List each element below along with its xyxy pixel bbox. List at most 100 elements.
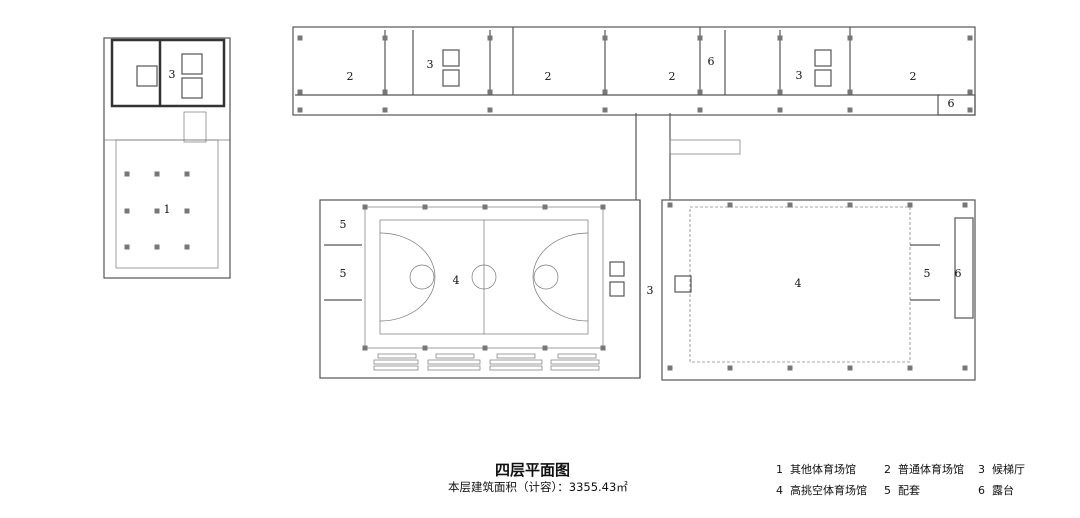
column xyxy=(487,107,493,113)
column xyxy=(787,365,793,371)
legend-item: 5 配套 xyxy=(884,482,920,498)
column xyxy=(847,35,853,41)
room-label-mid-core: 3 xyxy=(647,284,654,297)
column xyxy=(602,35,608,41)
room-label-top-core-a: 3 xyxy=(427,58,434,71)
column xyxy=(962,365,968,371)
legend-num: 3 xyxy=(978,463,985,476)
column xyxy=(382,35,388,41)
column xyxy=(667,202,673,208)
room-labels: 3 1 2 3 2 2 6 3 2 6 5 5 4 3 4 5 6 xyxy=(164,55,962,297)
column xyxy=(297,35,303,41)
legend-label: 候梯厅 xyxy=(992,463,1025,476)
legend-num: 6 xyxy=(978,484,985,497)
column xyxy=(154,244,160,250)
column xyxy=(422,345,428,351)
bleachers xyxy=(373,353,600,371)
floor-area: 本层建筑面积（计容）：3355.43㎡ xyxy=(448,480,628,494)
left-building xyxy=(103,37,231,279)
column xyxy=(967,89,973,95)
column xyxy=(600,204,606,210)
legend-num: 1 xyxy=(776,463,783,476)
column xyxy=(297,89,303,95)
legend-label: 配套 xyxy=(898,484,920,497)
room-label-top-core-b: 3 xyxy=(796,69,803,82)
room-label-top-terrace-b: 6 xyxy=(948,97,955,110)
room-label-top-b: 2 xyxy=(545,70,552,83)
legend-item: 6 露台 xyxy=(978,482,1014,498)
column xyxy=(967,35,973,41)
column xyxy=(602,107,608,113)
connector-corridor xyxy=(635,113,741,200)
column xyxy=(697,107,703,113)
column xyxy=(184,244,190,250)
legend-item: 2 普通体育场馆 xyxy=(884,461,964,477)
column xyxy=(422,204,428,210)
room-label-gym-support-b: 5 xyxy=(340,267,347,280)
column xyxy=(787,202,793,208)
legend-item: 3 候梯厅 xyxy=(978,461,1025,477)
structural-columns xyxy=(124,35,973,371)
column xyxy=(124,208,130,214)
column xyxy=(847,89,853,95)
column xyxy=(184,208,190,214)
left-gym xyxy=(319,199,641,379)
room-label-top-c: 2 xyxy=(669,70,676,83)
column xyxy=(777,89,783,95)
column xyxy=(382,89,388,95)
column xyxy=(847,107,853,113)
column xyxy=(542,204,548,210)
legend-num: 2 xyxy=(884,463,891,476)
room-label-left-core: 3 xyxy=(169,68,176,81)
column xyxy=(482,345,488,351)
column xyxy=(727,202,733,208)
column xyxy=(482,204,488,210)
column xyxy=(697,35,703,41)
legend-label: 露台 xyxy=(992,484,1014,497)
column xyxy=(154,171,160,177)
legend-label: 其他体育场馆 xyxy=(790,463,856,476)
room-label-gym-left: 4 xyxy=(453,274,460,287)
room-label-left-hall: 1 xyxy=(164,203,171,216)
column xyxy=(124,244,130,250)
right-gym xyxy=(661,199,976,381)
column xyxy=(382,107,388,113)
column xyxy=(362,204,368,210)
room-label-top-d: 2 xyxy=(910,70,917,83)
legend-num: 4 xyxy=(776,484,783,497)
legend-label: 高挑空体育场馆 xyxy=(790,484,867,497)
room-label-top-terrace-a: 6 xyxy=(708,55,715,68)
plan-title: 四层平面图 xyxy=(495,461,571,479)
top-wing xyxy=(292,26,976,116)
column xyxy=(907,365,913,371)
room-label-top-a: 2 xyxy=(347,70,354,83)
column xyxy=(847,365,853,371)
column xyxy=(777,35,783,41)
column xyxy=(667,365,673,371)
column xyxy=(602,89,608,95)
column xyxy=(487,89,493,95)
legend-item: 4 高挑空体育场馆 xyxy=(776,482,867,498)
room-label-gym-right: 4 xyxy=(795,277,802,290)
room-label-gym-right-terrace: 6 xyxy=(955,267,962,280)
column xyxy=(600,345,606,351)
column xyxy=(777,107,783,113)
room-label-gym-support-a: 5 xyxy=(340,218,347,231)
legend-num: 5 xyxy=(884,484,891,497)
column xyxy=(697,89,703,95)
column xyxy=(962,202,968,208)
column xyxy=(847,202,853,208)
column xyxy=(154,208,160,214)
legend-item: 1 其他体育场馆 xyxy=(776,461,856,477)
column xyxy=(362,345,368,351)
column xyxy=(542,345,548,351)
room-label-gym-right-support: 5 xyxy=(924,267,931,280)
column xyxy=(727,365,733,371)
column xyxy=(967,107,973,113)
column xyxy=(487,35,493,41)
column xyxy=(297,107,303,113)
column xyxy=(907,202,913,208)
column xyxy=(184,171,190,177)
legend-label: 普通体育场馆 xyxy=(898,463,964,476)
